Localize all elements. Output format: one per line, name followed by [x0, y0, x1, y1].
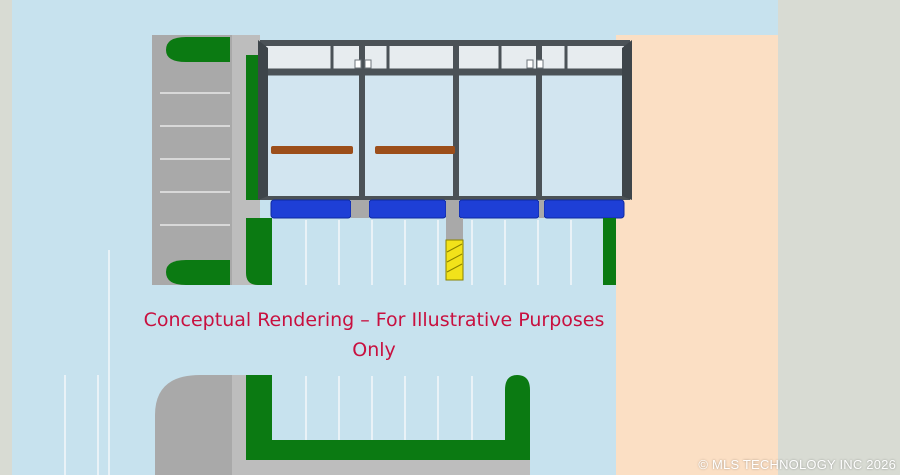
- adjacent-lot: [616, 35, 778, 475]
- landscape-island-bottom: [166, 260, 230, 285]
- copyright-watermark: © MLS TECHNOLOGY INC 2026: [698, 457, 896, 472]
- caption-line-1: Conceptual Rendering – For Illustrative …: [143, 309, 605, 331]
- parking-pad-left: [152, 35, 232, 285]
- counter-right: [375, 146, 455, 154]
- parking-pad-lower: [155, 375, 232, 475]
- conceptual-rendering-caption: Conceptual Rendering – For Illustrative …: [118, 305, 630, 365]
- counter-left: [271, 146, 353, 154]
- left-margin: [0, 0, 12, 475]
- landscape-lower: [246, 375, 530, 460]
- landscape-bed-front-right: [603, 218, 616, 285]
- parking-stripes-lower: [305, 376, 473, 440]
- sidewalk-lower: [232, 375, 246, 475]
- parking-stripes-far-left: [64, 250, 110, 475]
- caption-line-2: Only: [352, 339, 396, 361]
- restroom-fixtures: [354, 59, 544, 69]
- building: [258, 40, 632, 200]
- curb-lower: [246, 460, 530, 475]
- parking-stripes-left: [160, 92, 230, 226]
- awnings: [270, 199, 625, 219]
- loading-zone: [445, 239, 464, 281]
- right-margin: [778, 0, 900, 475]
- entry-pads: [351, 200, 544, 218]
- landscape-strip-building: [246, 55, 260, 200]
- front-walk: [446, 218, 463, 240]
- parking-stripes-front: [305, 220, 572, 285]
- landscape-bed-front-left: [246, 218, 272, 285]
- landscape-island-top: [166, 37, 230, 62]
